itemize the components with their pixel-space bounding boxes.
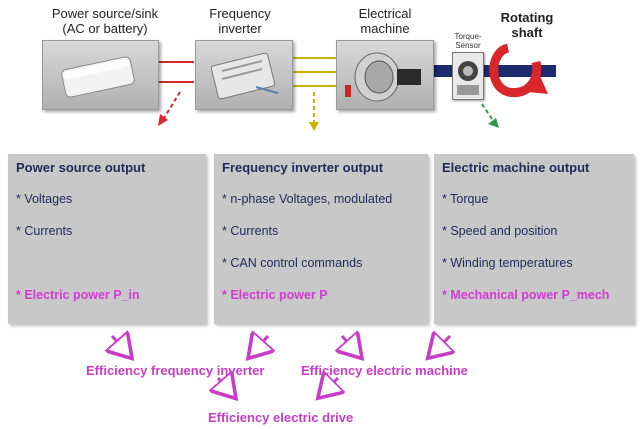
machine-output-arrow xyxy=(481,103,495,123)
battery-icon xyxy=(61,56,135,98)
inverter-icon xyxy=(210,52,279,100)
torque-sensor-label: Torque- Sensor xyxy=(454,32,482,50)
inverter-label: Frequency inverter xyxy=(209,6,271,36)
efficiency-drive-label: Efficiency electric drive xyxy=(208,410,354,425)
motor-icon xyxy=(345,52,421,102)
arrow-source-to-inverter-eff xyxy=(112,336,128,354)
power-item: * Mechanical power P_mech xyxy=(442,288,610,302)
rotation-arrow-head xyxy=(528,76,548,94)
list-item: * Currents xyxy=(16,224,73,238)
list-item: * Torque xyxy=(442,192,489,206)
machine-label: Electrical machine xyxy=(358,6,412,36)
arrow-machine-eff-to-drive xyxy=(322,378,338,394)
panel-title: Power source output xyxy=(16,160,146,175)
power-source-output-panel: Power source output * Voltages * Current… xyxy=(8,154,206,324)
arrow-inverter-to-machine-eff xyxy=(342,336,358,354)
efficiency-machine-label: Efficiency electric machine xyxy=(301,363,468,378)
list-item: * Voltages xyxy=(16,192,73,206)
list-item: * n-phase Voltages, modulated xyxy=(222,192,393,206)
arrow-inverter-to-inverter-eff xyxy=(252,336,268,354)
torque-sensor-icon xyxy=(457,61,479,95)
inverter-output-panel: Frequency inverter output * n-phase Volt… xyxy=(214,154,428,324)
inverter-box xyxy=(195,40,293,110)
list-item: * Winding temperatures xyxy=(442,256,573,270)
power-source-label: Power source/sink (AC or battery) xyxy=(51,6,159,36)
rotation-arrow-icon xyxy=(489,43,542,98)
list-item: * CAN control commands xyxy=(222,256,363,270)
panel-title: Frequency inverter output xyxy=(222,160,384,175)
power-item: * Electric power P_in xyxy=(16,288,140,302)
source-output-arrow xyxy=(163,91,181,119)
torque-sensor xyxy=(452,52,484,100)
efficiency-arrows xyxy=(0,324,640,429)
efficiency-inverter-label: Efficiency frequency inverter xyxy=(86,363,265,378)
arrow-machine-to-machine-eff xyxy=(432,336,450,354)
machine-box xyxy=(336,40,434,110)
power-item: * Electric power P xyxy=(222,288,328,302)
panel-title: Electric machine output xyxy=(442,160,590,175)
shaft-label: Rotating shaft xyxy=(500,10,554,40)
list-item: * Speed and position xyxy=(442,224,558,238)
power-source-box xyxy=(42,40,159,110)
arrow-inverter-eff-to-drive xyxy=(218,378,232,394)
list-item: * Currents xyxy=(222,224,279,238)
machine-output-panel: Electric machine output * Torque * Speed… xyxy=(434,154,634,324)
